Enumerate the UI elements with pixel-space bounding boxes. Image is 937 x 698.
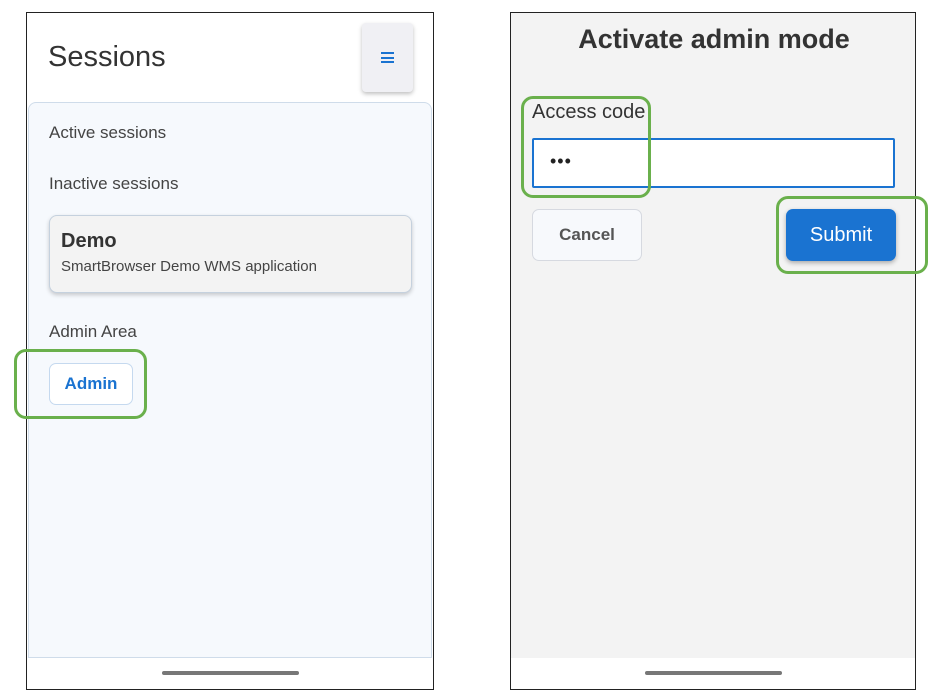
cancel-button[interactable]: Cancel [532, 209, 642, 261]
home-indicator [645, 671, 782, 675]
submit-button[interactable]: Submit [786, 209, 896, 261]
sessions-screen: Sessions Active sessions Inactive sessio… [26, 12, 434, 690]
dialog-body [511, 13, 915, 658]
admin-area-label: Admin Area [49, 322, 137, 341]
access-code-input[interactable]: ••• [532, 138, 895, 188]
highlight-admin-button [14, 349, 147, 419]
sessions-panel: Active sessions Inactive sessions Demo S… [28, 102, 432, 658]
session-name: Demo [61, 230, 117, 252]
session-description: SmartBrowser Demo WMS application [61, 258, 317, 275]
active-sessions-label: Active sessions [49, 123, 167, 142]
inactive-sessions-label: Inactive sessions [49, 174, 179, 193]
page-title: Sessions [48, 41, 166, 73]
dialog-title: Activate admin mode [578, 24, 850, 54]
session-card-demo[interactable]: Demo SmartBrowser Demo WMS application [49, 215, 412, 293]
admin-button[interactable]: Admin [49, 363, 133, 405]
hamburger-icon [381, 52, 394, 63]
access-code-label: Access code [532, 101, 646, 123]
admin-dialog-screen: Activate admin mode Access code ••• Canc… [510, 12, 916, 690]
home-indicator [162, 671, 299, 675]
menu-button[interactable] [362, 23, 413, 92]
highlight-access-code [521, 96, 651, 198]
highlight-submit-button [776, 196, 928, 274]
